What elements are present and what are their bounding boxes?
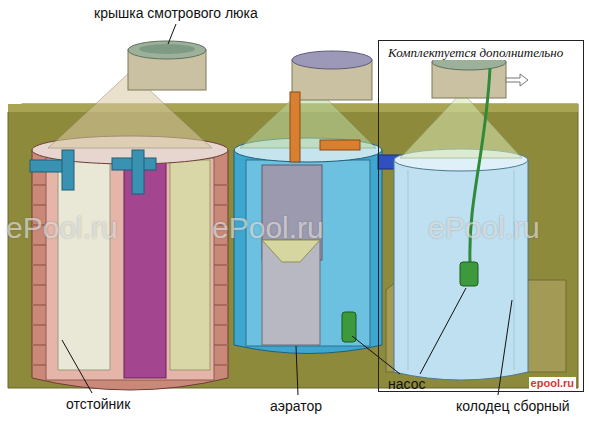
watermark: ePool.ru — [212, 212, 324, 244]
watermark: ePool.ru — [428, 212, 540, 244]
part-label: насос — [388, 376, 425, 392]
aerator-tank — [234, 51, 402, 354]
part-label: колодец сборный — [456, 398, 570, 414]
leader-lines — [62, 24, 512, 395]
part-label: отстойник — [66, 396, 130, 412]
logo-text: epool.ru — [529, 377, 576, 389]
part-label: аэратор — [270, 398, 322, 414]
frame-heading: Комплектуется дополнительно — [385, 45, 566, 60]
watermark: ePool.ru — [6, 212, 118, 244]
part-label: крышка смотрового люка — [94, 5, 258, 21]
